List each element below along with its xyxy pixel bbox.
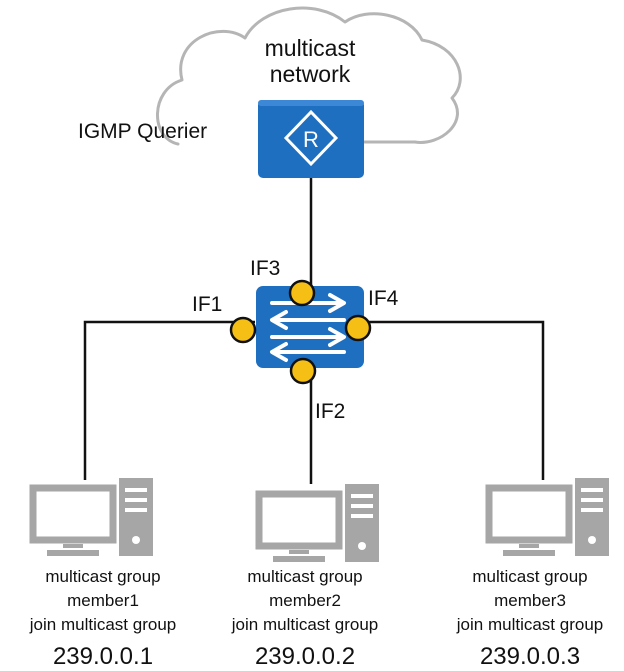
port-if2 xyxy=(289,357,317,385)
member2-group: 239.0.0.2 xyxy=(255,643,355,670)
cloud-label-line1: multicast xyxy=(265,35,356,61)
member1-group: 239.0.0.1 xyxy=(53,643,153,670)
pc-icon xyxy=(485,478,609,556)
if3-label: IF3 xyxy=(250,257,280,280)
router-symbol: R xyxy=(303,127,319,152)
links xyxy=(83,178,545,484)
member2-line1: multicast group xyxy=(247,567,362,586)
member3-line2: member3 xyxy=(494,591,566,610)
member3-line3: join multicast group xyxy=(456,615,603,634)
member1-line3: join multicast group xyxy=(29,615,176,634)
switch-icon xyxy=(256,286,364,368)
ports xyxy=(229,279,372,385)
member3-group: 239.0.0.3 xyxy=(480,643,580,670)
member1-caption: multicast group member1 join multicast g… xyxy=(29,567,176,670)
port-if1 xyxy=(229,316,257,344)
router-icon: R xyxy=(258,100,364,178)
if4-label: IF4 xyxy=(368,287,399,310)
link-if1-member1 xyxy=(83,320,255,480)
if1-label: IF1 xyxy=(192,293,222,316)
member2-line2: member2 xyxy=(269,591,341,610)
member3-line1: multicast group xyxy=(472,567,587,586)
link-if4-member3 xyxy=(357,320,545,480)
member2-line3: join multicast group xyxy=(231,615,378,634)
port-if3 xyxy=(288,279,316,307)
querier-label: IGMP Querier xyxy=(78,120,207,143)
pc-icon xyxy=(255,484,379,562)
cloud-icon xyxy=(156,6,462,146)
pc-icon xyxy=(29,478,153,556)
member1-line1: multicast group xyxy=(45,567,160,586)
member1-line2: member1 xyxy=(67,591,139,610)
port-if4 xyxy=(344,314,372,342)
member3-caption: multicast group member3 join multicast g… xyxy=(456,567,603,670)
member2-caption: multicast group member2 join multicast g… xyxy=(231,567,378,670)
if2-label: IF2 xyxy=(315,400,345,423)
cloud-label-line2: network xyxy=(270,61,351,87)
